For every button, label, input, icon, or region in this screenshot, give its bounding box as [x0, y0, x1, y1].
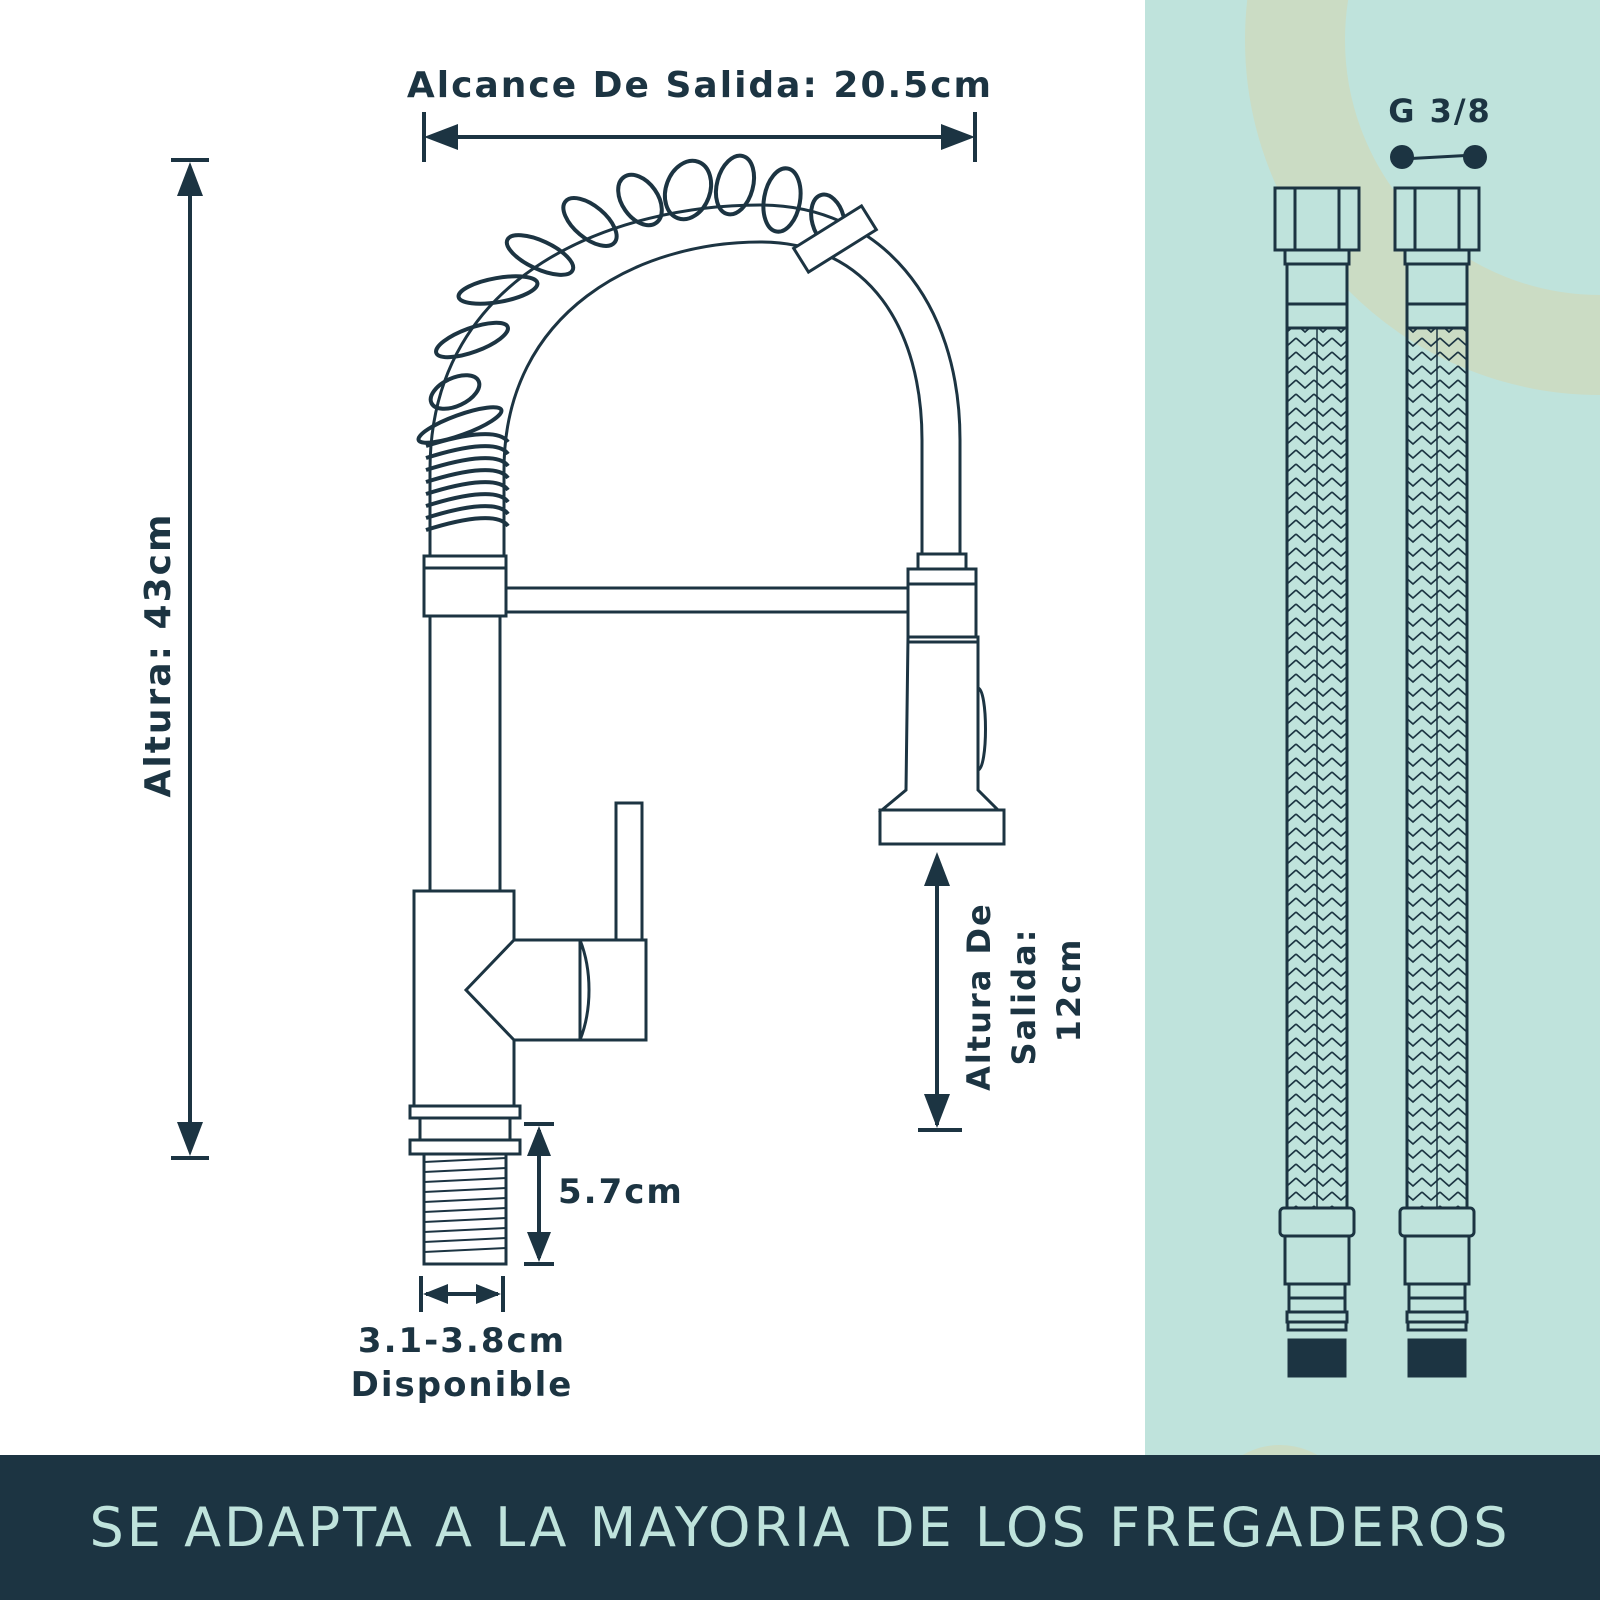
braided-hose-left: [1273, 186, 1361, 1378]
faucet-illustration: [408, 153, 1006, 1266]
shank-length-dimension: 5.7cm: [524, 1122, 684, 1266]
arrow-up-icon: [177, 162, 203, 196]
spout-height-line-2: Salida:: [1005, 928, 1043, 1066]
thread-size-label: G 3/8: [1388, 92, 1492, 130]
thread-size-indicator: G 3/8: [1388, 92, 1492, 169]
spout-height-line-3: 12cm: [1050, 938, 1088, 1043]
arrow-down-icon: [527, 1232, 551, 1262]
reach-dimension: Alcance De Salida: 20.5cm: [407, 65, 993, 162]
arrow-right-icon: [941, 124, 975, 150]
dot-icon: [1390, 145, 1414, 169]
spring-coil: [416, 153, 847, 532]
arrow-up-icon: [924, 852, 950, 886]
spout-height-line-1: Altura De: [960, 902, 998, 1091]
arrow-down-icon: [177, 1122, 203, 1156]
reach-label: Alcance De Salida: 20.5cm: [407, 65, 993, 106]
braided-hose-right: [1393, 186, 1481, 1378]
hole-size-label-line1: 3.1-3.8cm: [358, 1321, 566, 1361]
panel-decorative-circle: [1242, 0, 1600, 1455]
hole-size-label-line2: Disponible: [351, 1365, 574, 1405]
dot-icon: [1463, 145, 1487, 169]
footer-text: SE ADAPTA A LA MAYORIA DE LOS FREGADEROS: [89, 1496, 1511, 1559]
shank-length-label: 5.7cm: [558, 1172, 684, 1212]
footer-banner: SE ADAPTA A LA MAYORIA DE LOS FREGADEROS: [0, 1455, 1600, 1600]
diagram-canvas: Alcance De Salida: 20.5cm Altura: 43cm: [138, 0, 1600, 1455]
spout-height-label: Altura De Salida: 12cm: [960, 889, 1088, 1091]
arrow-down-icon: [924, 1094, 950, 1128]
height-label: Altura: 43cm: [138, 513, 179, 798]
arrow-left-icon: [424, 124, 458, 150]
height-dimension: Altura: 43cm: [138, 158, 209, 1160]
spout-height-dimension: Altura De Salida: 12cm: [918, 852, 1088, 1132]
arrow-up-icon: [527, 1126, 551, 1156]
arrow-right-icon: [476, 1284, 501, 1304]
arrow-left-icon: [423, 1284, 448, 1304]
hole-size-dimension: 3.1-3.8cm Disponible: [351, 1276, 574, 1405]
